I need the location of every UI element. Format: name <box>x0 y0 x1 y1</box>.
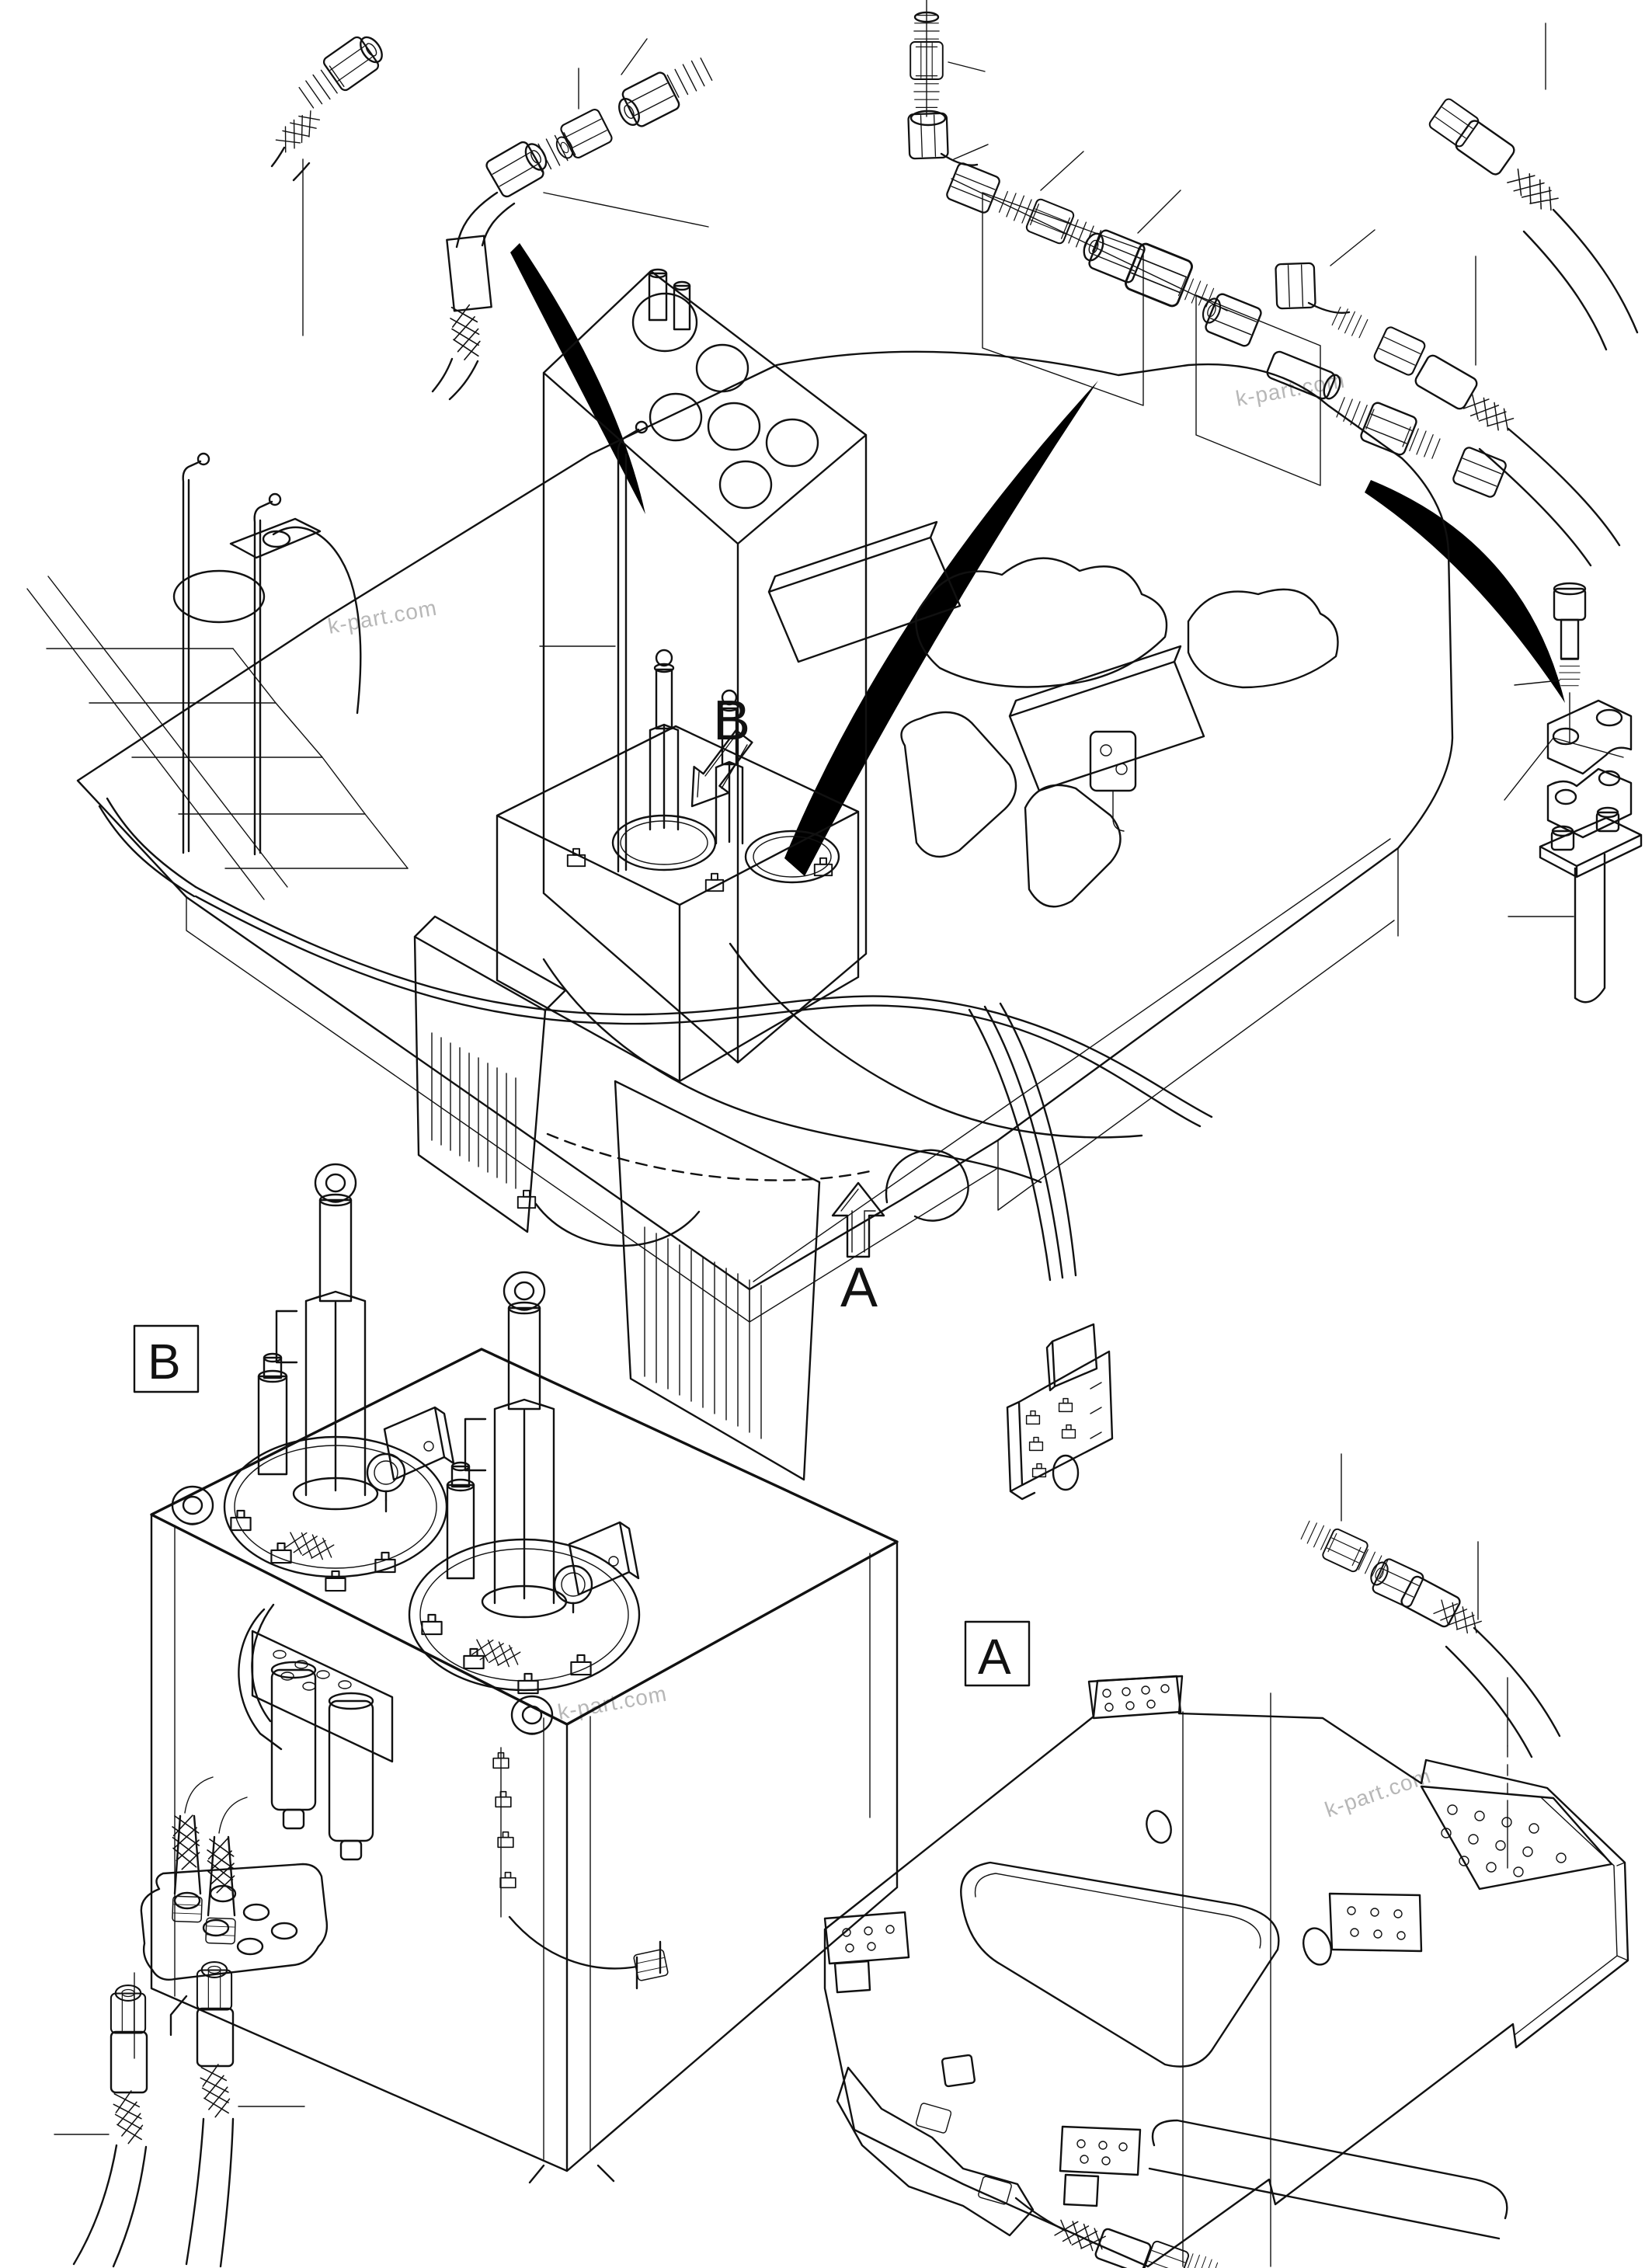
mounting-pin <box>1508 853 1606 1004</box>
component-box-1 <box>767 520 962 663</box>
arrow-down-left-icon <box>690 729 753 808</box>
junction-box-2 <box>568 1521 640 1596</box>
deck-outline <box>76 350 1454 1291</box>
socket-bolt <box>1553 582 1587 743</box>
hose-upper-right <box>1427 96 1639 351</box>
front-bracket-plate <box>238 1603 394 1763</box>
engine-studs <box>648 268 691 331</box>
hose-lower-right <box>1275 262 1621 567</box>
leader-lines <box>543 38 709 228</box>
pump-unit-2 <box>715 689 744 845</box>
view-b: B <box>54 1164 899 2268</box>
detail-a-letter: A <box>840 1257 878 1319</box>
arrow-up-icon <box>831 1181 885 1258</box>
hose-2 <box>185 1961 235 2268</box>
view-a: A <box>823 1453 1629 2268</box>
engine-block <box>542 268 868 1064</box>
drilled-pad-1 <box>1087 1675 1182 1720</box>
clamp-pin-assembly <box>1504 582 1643 1004</box>
main-isometric-view <box>26 192 1454 1501</box>
hose-bundle <box>98 797 1213 1282</box>
small-pad <box>941 2054 976 2088</box>
cooler-panel-2 <box>614 1080 821 1481</box>
view-b-label-box: B <box>133 1324 200 1393</box>
view-a-label: A <box>978 1629 1011 1685</box>
view-a-upper-hose <box>1299 1453 1561 1758</box>
drilled-pad-2 <box>1420 1785 1613 1891</box>
detail-b-callout: B <box>690 690 753 808</box>
detail-a-callout: A <box>831 1181 885 1319</box>
aux-cylinder-1 <box>257 1352 288 1476</box>
direction-swoosh-center <box>784 381 1098 876</box>
braided-stud-2 <box>205 1797 248 1945</box>
spacer-tube <box>1266 350 1341 400</box>
braided-stud-1 <box>171 1776 214 1923</box>
aux-cylinder-2 <box>446 1461 475 1580</box>
frame-structure <box>823 1675 1629 2268</box>
direction-swoosh-right <box>1365 480 1565 703</box>
cooler-panel-1 <box>413 915 567 1233</box>
top-left-hose-assembly <box>270 32 714 401</box>
drain-line <box>492 1747 669 1982</box>
leader-line <box>1514 680 1560 686</box>
standpipe-tube <box>539 420 649 873</box>
base-plate-with-nuts <box>1539 806 1643 878</box>
hose-1 <box>72 1984 148 2268</box>
harness-connector <box>1089 730 1137 832</box>
frame-hole-2 <box>1302 1927 1332 1966</box>
component-box-2 <box>1008 645 1205 792</box>
pump-assembly-2 <box>408 1272 641 1695</box>
view-a-lower-hose <box>1014 2197 1219 2268</box>
elbow-hose-fitting <box>431 139 551 401</box>
tank-body <box>150 1348 899 2184</box>
deck-tank-with-pumps <box>496 649 860 1083</box>
hose-end-fitting <box>270 32 388 182</box>
pump-unit-1 <box>649 649 680 831</box>
direction-swoosh-left <box>510 243 645 514</box>
clamp-upper-half <box>1546 699 1633 775</box>
assembly-axis-line <box>951 178 1228 311</box>
drilled-pad-5 <box>1059 2125 1142 2207</box>
view-b-label: B <box>148 1334 181 1390</box>
filler-plate-group <box>172 452 362 856</box>
frame-hole-1 <box>1146 1810 1172 1844</box>
top-right-fitting-chain <box>907 0 1639 567</box>
rear-frame-panels <box>982 192 1321 486</box>
vertical-nipple-fitting <box>909 11 944 108</box>
hose-through-plate-detail <box>54 1776 329 2268</box>
detail-b-letter: B <box>713 690 750 752</box>
junction-box-1 <box>383 1406 455 1481</box>
engine-covers <box>900 557 1339 908</box>
drilled-pad-4 <box>823 1911 910 1994</box>
view-a-label-box: A <box>964 1620 1031 1687</box>
leader-lines <box>1182 1677 1508 2267</box>
bracket-arm <box>836 2066 1035 2237</box>
drilled-pad-3 <box>1328 1892 1423 1953</box>
manifold-plate <box>1006 1323 1114 1501</box>
